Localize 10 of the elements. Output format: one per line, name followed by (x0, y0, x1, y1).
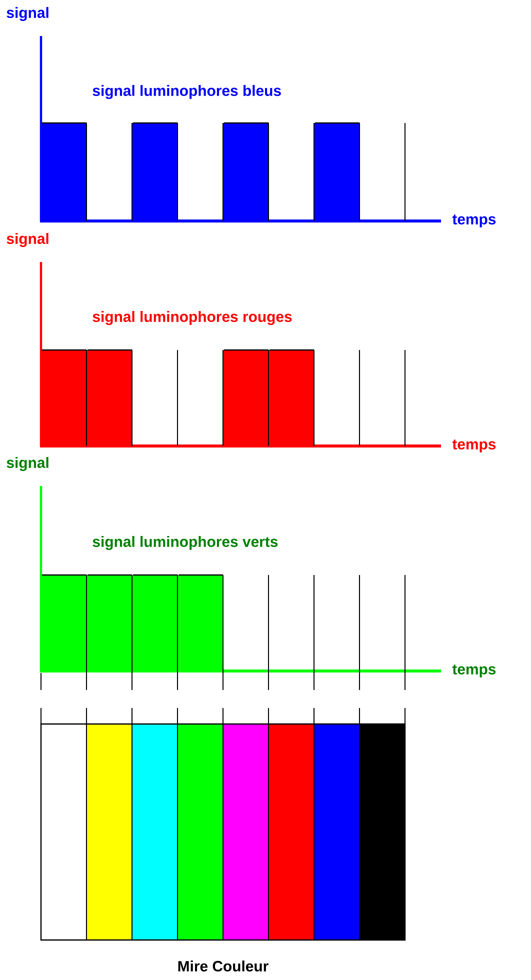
signal-title: signal luminophores bleus (92, 85, 281, 100)
caption: Mire Couleur (178, 960, 268, 972)
axis-label: signal (6, 7, 48, 22)
axis-label: temps (452, 440, 496, 452)
axis-label: signal (6, 457, 48, 471)
axis-label: temps (452, 664, 496, 678)
signal-title: signal luminophores rouges (92, 311, 292, 325)
axis-label: temps (452, 214, 496, 228)
signal-title: signal luminophores verts (92, 536, 278, 550)
axis-label: signal (6, 233, 48, 247)
